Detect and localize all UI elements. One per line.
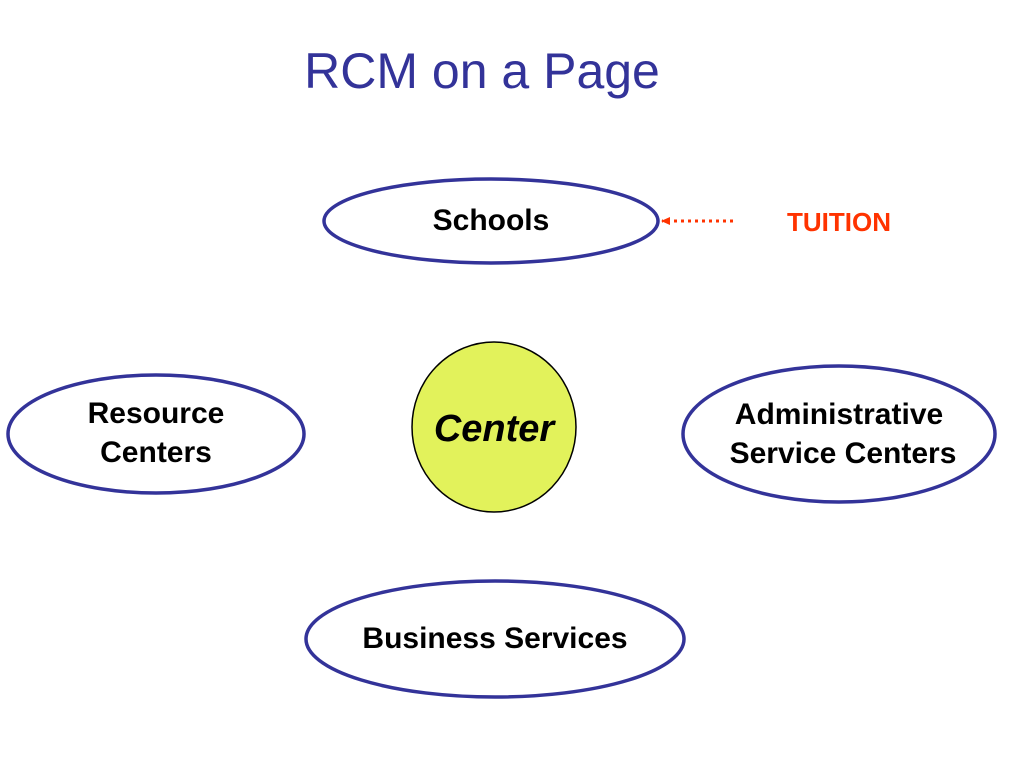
tuition-flow: TUITION bbox=[661, 207, 891, 237]
business-services-label: Business Services bbox=[362, 622, 627, 655]
slide-title: RCM on a Page bbox=[304, 43, 660, 99]
business-services-node: Business Services bbox=[304, 579, 686, 699]
schools-node: Schools bbox=[322, 177, 660, 265]
center-node: Center bbox=[411, 341, 577, 513]
resource-centers-label-line2: Centers bbox=[100, 436, 212, 469]
tuition-label: TUITION bbox=[787, 207, 891, 237]
business-services-ellipse bbox=[304, 579, 686, 699]
admin-centers-node: Administrative Service Centers bbox=[681, 364, 997, 504]
admin-centers-label-line1: Administrative bbox=[735, 398, 943, 431]
center-circle bbox=[411, 341, 577, 513]
resource-centers-ellipse bbox=[6, 373, 306, 495]
schools-ellipse bbox=[322, 177, 660, 265]
resource-centers-node: Resource Centers bbox=[6, 373, 306, 495]
resource-centers-label-line1: Resource bbox=[88, 397, 225, 430]
admin-centers-label-line2: Service Centers bbox=[730, 437, 957, 470]
admin-centers-ellipse bbox=[681, 364, 997, 504]
center-label: Center bbox=[434, 408, 557, 450]
schools-label: Schools bbox=[433, 204, 550, 237]
